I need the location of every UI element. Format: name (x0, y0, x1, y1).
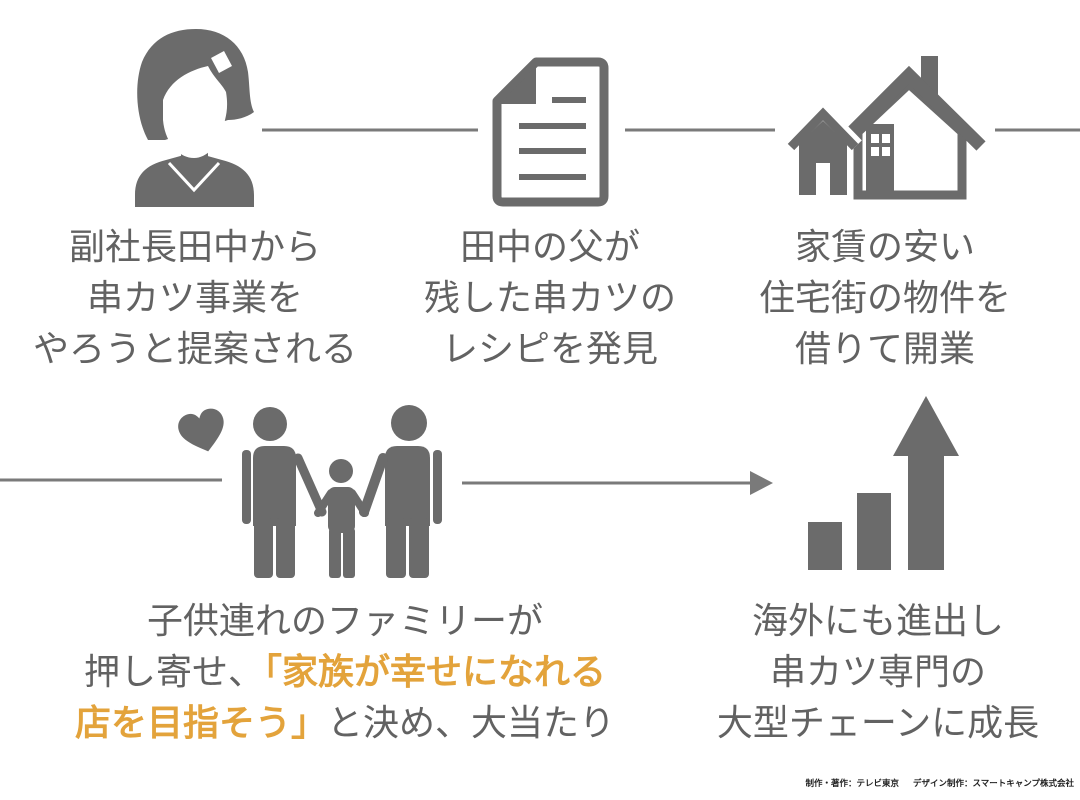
adult-figure-right (359, 405, 442, 578)
bar-small (808, 522, 842, 570)
child-figure (314, 459, 369, 578)
highlighted-segment: 「家族が幸せになれる (264, 652, 607, 693)
step-3-caption: 家賃の安い 住宅街の物件を 借りて開業 (720, 222, 1050, 375)
leg (276, 518, 295, 578)
heart-icon (178, 408, 224, 452)
head (391, 405, 427, 441)
shoulders (135, 155, 254, 207)
caption-line: 田中の父が (459, 227, 640, 268)
caption-line: 店を目指そう」と決め、大当たり (45, 698, 645, 749)
bar-medium (857, 493, 891, 570)
step-1-caption: 副社長田中から 串カツ事業を やろうと提案される (0, 222, 390, 375)
collar (167, 161, 221, 193)
woman-avatar-icon (135, 29, 254, 207)
caption-segment: 子供連れのファミリーが (146, 601, 543, 642)
face (163, 66, 228, 158)
small-house-roof (787, 107, 859, 151)
arm (359, 453, 388, 517)
head (253, 407, 287, 441)
caption-line: 大型チェーンに成長 (716, 703, 1040, 744)
door (816, 163, 830, 195)
step-4-caption: 子供連れのファミリーが 押し寄せ、「家族が幸せになれる 店を目指そう」と決め、大… (45, 596, 645, 749)
arm (242, 450, 251, 524)
highlighted-segment: 店を目指そう」 (74, 703, 327, 744)
window (871, 134, 879, 143)
arrow-up-shaft (908, 453, 944, 570)
document-outline (492, 57, 609, 207)
caption-line: 副社長田中から (68, 227, 321, 268)
family-icon (242, 405, 442, 578)
leg (386, 518, 406, 578)
caption-line: 住宅街の物件を (758, 278, 1011, 319)
large-house-roof (833, 65, 986, 151)
torso (328, 487, 355, 533)
caption-line: 借りて開業 (794, 329, 975, 370)
torso (385, 446, 430, 526)
leg (343, 528, 355, 578)
step-2-caption: 田中の父が 残した串カツの レシピを発見 (370, 222, 730, 375)
caption-line: 家賃の安い (794, 227, 975, 268)
caption-segment: 押し寄せ、 (83, 652, 264, 693)
torso (253, 446, 296, 526)
head (329, 459, 353, 483)
caption-segment: と決め、大当たり (327, 703, 616, 744)
caption-line: 串カツ事業を (86, 278, 303, 319)
caption-line: 残した串カツの (423, 278, 676, 319)
hair-clip (211, 51, 232, 73)
leg (329, 528, 341, 578)
window (871, 147, 879, 156)
arrow-right-icon (462, 471, 773, 495)
leg (409, 518, 429, 578)
arm (433, 450, 442, 524)
caption-line: 串カツ専門の (769, 652, 986, 693)
document-fold (500, 66, 536, 104)
houses-icon (784, 56, 986, 200)
caption-line: レシピを発見 (441, 329, 658, 370)
caption-line: 押し寄せ、「家族が幸せになれる (45, 647, 645, 698)
leg (254, 518, 273, 578)
arrow-up-head (893, 396, 959, 456)
credit-text: デザイン制作：スマートキャンプ株式会社 (913, 779, 1074, 789)
step-5-caption: 海外にも進出し 串カツ専門の 大型チェーンに成長 (698, 596, 1058, 749)
document-icon (492, 57, 609, 207)
caption-line: 子供連れのファミリーが (45, 596, 645, 647)
credits: 制作・著作：テレビ東京 デザイン制作：スマートキャンプ株式会社 (790, 778, 1074, 790)
caption-line: やろうと提案される (32, 329, 357, 370)
window (882, 147, 890, 156)
adult-figure-left (242, 407, 327, 578)
arm (293, 453, 327, 517)
caption-line: 海外にも進出し (751, 601, 1004, 642)
arm (314, 489, 335, 517)
credit-text: 制作・著作：テレビ東京 (805, 779, 899, 789)
arrow-head (750, 471, 773, 495)
window (882, 134, 890, 143)
growth-bar-chart-icon (808, 396, 959, 570)
